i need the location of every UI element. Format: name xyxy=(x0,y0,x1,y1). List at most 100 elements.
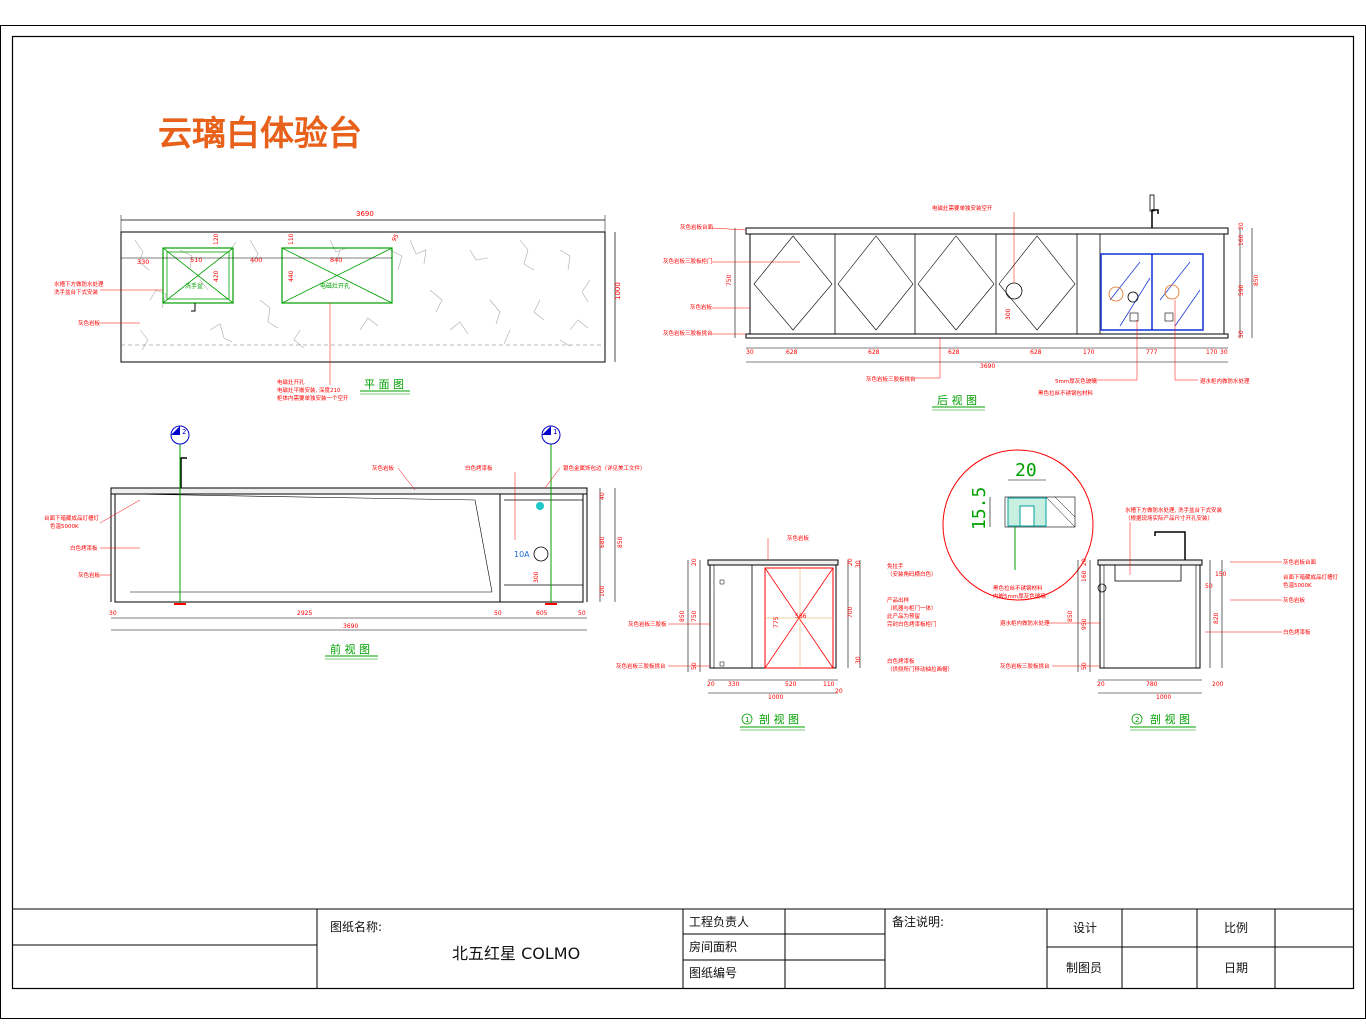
plan-view-title: 平 面 图 xyxy=(364,378,404,391)
section-1-dim-h30b: 30 xyxy=(855,656,862,664)
rear-note-panel-door: 灰色岩板三胶板柜门 xyxy=(663,257,713,265)
rear-dim-170a: 170 xyxy=(1083,349,1095,356)
section-1-note-left2: 灰色岩板三胶板挑台 xyxy=(616,662,666,670)
title-block-date: 日期 xyxy=(1224,961,1248,975)
rear-dim-300: 300 xyxy=(1005,308,1012,320)
section-2-dim-200: 200 xyxy=(1212,681,1224,688)
front-body xyxy=(114,493,584,603)
plan-sink-label: 洗手盆 xyxy=(185,282,203,290)
rear-dim-160: 160 xyxy=(1238,234,1245,246)
section-1-dim-20a: 20 xyxy=(707,681,715,688)
section-2-note-stone: 灰色岩板 xyxy=(1283,596,1306,604)
section-2-dim-h20: 20 xyxy=(1081,558,1088,566)
front-note-metal: 银色金属饰包边（详见美工文件） xyxy=(563,464,646,472)
section-1-dim-20b: 20 xyxy=(835,688,843,695)
title-block-design: 设计 xyxy=(1073,921,1097,935)
plan-sink xyxy=(162,247,234,304)
front-counter-top xyxy=(110,487,588,495)
front-note-white-paint: 白色烤漆板 xyxy=(465,464,493,472)
rear-view: 30 628 628 628 628 170 777 170 30 3690 1… xyxy=(663,194,1260,411)
plan-dim-95: 95 xyxy=(391,233,401,243)
rear-dim-628d: 628 xyxy=(1030,349,1042,356)
front-note-stone: 灰色岩板 xyxy=(372,464,395,472)
front-dim-overall: 3690 xyxy=(343,623,358,630)
section-2-note-waterproof: 避水柜内做防水处理 xyxy=(1000,619,1050,627)
front-view: 2 1 10A 30 2925 50 605 50 3690 40 680 10… xyxy=(44,425,646,660)
section-1-dim-overall: 1000 xyxy=(768,694,783,701)
section-2-dim-820: 820 xyxy=(1213,612,1220,624)
section-1-dim-330: 330 xyxy=(728,681,740,688)
section-1-title: 1 剖 视 图 xyxy=(740,712,805,731)
front-dim-30: 30 xyxy=(109,610,117,617)
title-block xyxy=(12,908,1353,988)
detail-dim-height: 15.5 xyxy=(969,487,990,530)
rear-dim-30a: 30 xyxy=(746,349,754,356)
plan-note-sink: 水槽下方做防水处理 洗手盆台下式安装 xyxy=(54,280,105,296)
rear-dim-50: 50 xyxy=(1238,330,1245,338)
title-block-drawing-name-label: 图纸名称: xyxy=(330,919,382,934)
section-1-title-marker: 1 xyxy=(745,716,749,724)
title-block-drawing-no: 图纸编号 xyxy=(689,965,737,980)
rear-dim-628c: 628 xyxy=(948,349,960,356)
front-socket xyxy=(533,546,549,562)
section-2-view: 20 15.5 黑色拉丝不锈钢材料 内嵌5mm厚灰色玻璃 20 780 200 … xyxy=(942,449,1340,731)
section-1-dim-850: 850 xyxy=(679,610,686,622)
marble-texture xyxy=(134,239,591,351)
section-1-dim-h20: 20 xyxy=(691,558,698,566)
plan-dim-overall: 3690 xyxy=(356,210,374,218)
section-1-view: 566 775 20 330 520 110 20 1000 20 750 85… xyxy=(616,534,953,731)
plan-dim-400: 400 xyxy=(250,256,262,264)
front-socket-label: 10A xyxy=(514,550,530,559)
rear-socket xyxy=(1005,282,1023,300)
section-1-dim-775: 775 xyxy=(773,616,780,628)
rear-cabinet xyxy=(749,233,1225,335)
rear-dim-850: 850 xyxy=(1253,274,1260,286)
section-2-note-sink: 水槽下方做防水处理, 洗手盆台下式安装 （根据现场实际产品尺寸开孔安装） xyxy=(1125,506,1224,522)
title-block-drafter: 制图员 xyxy=(1066,961,1102,975)
rear-note-stone: 灰色岩板 xyxy=(690,303,713,311)
section-2-dim-950: 950 xyxy=(1081,618,1088,630)
front-note-led: 台面下暗藏成品灯槽灯 色温5000K xyxy=(44,514,101,530)
section-2-title-marker: 2 xyxy=(1135,716,1139,724)
section-2-dim-20: 20 xyxy=(1097,681,1105,688)
front-dim-680: 680 xyxy=(599,536,606,548)
section-marker-2-label: 2 xyxy=(182,428,186,436)
section-2-note-led: 台面下暗藏成品灯槽灯 色温5000K xyxy=(1283,573,1340,589)
title-block-engineer: 工程负责人 xyxy=(689,914,749,929)
section-1-dim-700: 700 xyxy=(847,606,854,618)
rear-note-bottom: 灰色岩板三胶板挑台 xyxy=(866,375,916,383)
front-note-white-paint2: 白色烤漆板 xyxy=(70,544,98,552)
section-2-sink xyxy=(1114,564,1182,582)
section-marker-1: 1 xyxy=(541,425,561,445)
outer-frame xyxy=(0,25,1366,1019)
plan-note-cooktop: 电磁灶开孔 电磁灶平嵌安装, 深度210 柜体内需要单独安装一个空开 xyxy=(277,378,349,402)
section-1-note-product: 产品出样 （机器与柜门一体） 此产品为预留 完封白色烤漆板柜门 xyxy=(887,596,938,628)
detail-dim-width: 20 xyxy=(1015,460,1037,481)
rear-note-frame: 黑色拉丝不锈钢包材料 xyxy=(1038,389,1094,397)
plan-dim-330: 330 xyxy=(137,258,149,266)
rear-dim-628b: 628 xyxy=(868,349,880,356)
section-2-note-white: 白色烤漆板 xyxy=(1283,628,1311,636)
front-dim-605: 605 xyxy=(536,610,548,617)
section-2-dim-160: 160 xyxy=(1081,570,1088,582)
rear-dim-170b: 170 xyxy=(1206,349,1218,356)
front-dim-100: 100 xyxy=(599,585,606,597)
rear-dim-20: 20 xyxy=(1238,222,1245,230)
plan-cooktop-label: 电磁灶开孔 xyxy=(320,282,350,290)
rear-view-title: 后 视 图 xyxy=(937,393,977,407)
rear-note-waterproof: 避水柜内做防水处理 xyxy=(1200,377,1250,385)
section-1-dim-h30: 30 xyxy=(855,560,862,568)
title-block-area: 房间面积 xyxy=(689,939,737,954)
rear-note-base: 灰色岩板三胶板挑台 xyxy=(663,329,713,337)
section-1-note-stone: 灰色岩板 xyxy=(787,534,810,542)
plan-countertop xyxy=(120,231,606,363)
plan-dim-110: 110 xyxy=(288,233,295,245)
plan-dim-840: 840 xyxy=(330,256,342,264)
front-view-title: 前 视 图 xyxy=(330,642,370,656)
section-2-title-text: 剖 视 图 xyxy=(1150,712,1190,726)
section-2-title: 2 剖 视 图 xyxy=(1130,712,1196,731)
section-marker-2: 2 xyxy=(170,425,190,445)
plan-dim-510: 510 xyxy=(190,256,202,264)
plan-dim-440: 440 xyxy=(288,270,295,282)
